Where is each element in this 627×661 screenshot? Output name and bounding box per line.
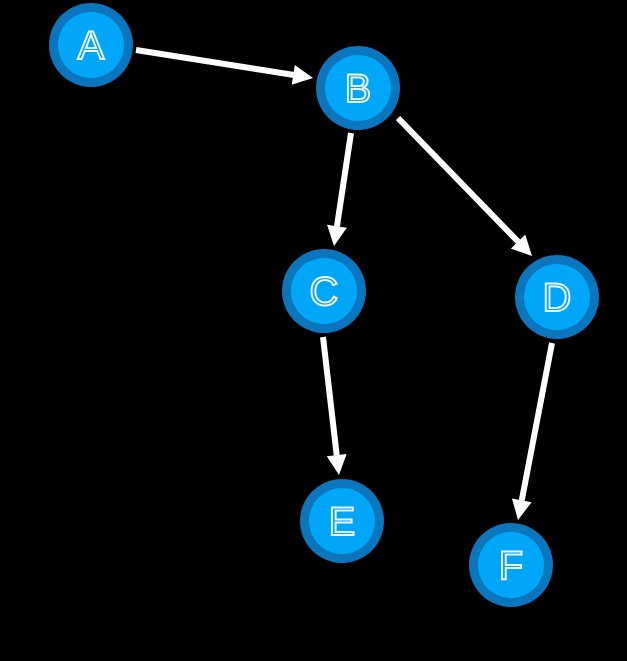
arrowhead-icon bbox=[291, 64, 313, 85]
arrowhead-icon bbox=[511, 498, 532, 520]
node-label: C bbox=[310, 270, 339, 314]
node-label: A bbox=[78, 24, 105, 68]
graph-node-d[interactable]: D bbox=[515, 255, 599, 339]
graph-node-f[interactable]: F bbox=[469, 523, 553, 607]
node-fill bbox=[524, 264, 590, 330]
graph-edge-b-d bbox=[395, 115, 532, 256]
arrowhead-icon bbox=[510, 234, 532, 256]
graph-edge-b-c bbox=[327, 132, 354, 246]
graph-node-b[interactable]: B bbox=[316, 46, 400, 130]
graph-edge-a-b bbox=[135, 47, 313, 85]
graph-node-a[interactable]: A bbox=[49, 3, 133, 87]
node-label: B bbox=[345, 67, 372, 111]
arrowhead-icon bbox=[326, 453, 347, 475]
node-fill bbox=[291, 258, 357, 324]
graph-edge-c-e bbox=[320, 336, 347, 475]
node-fill bbox=[58, 12, 124, 78]
node-label: D bbox=[543, 276, 572, 320]
graph-edge-d-f bbox=[511, 342, 555, 520]
node-label: E bbox=[329, 500, 356, 544]
node-fill bbox=[478, 532, 544, 598]
node-fill bbox=[309, 488, 375, 554]
node-label: F bbox=[499, 544, 523, 588]
node-layer: A B C D E F bbox=[49, 3, 599, 607]
graph-node-e[interactable]: E bbox=[300, 479, 384, 563]
edge-layer bbox=[135, 47, 555, 520]
arrowhead-icon bbox=[327, 224, 347, 246]
node-fill bbox=[325, 55, 391, 121]
graph-node-c[interactable]: C bbox=[282, 249, 366, 333]
